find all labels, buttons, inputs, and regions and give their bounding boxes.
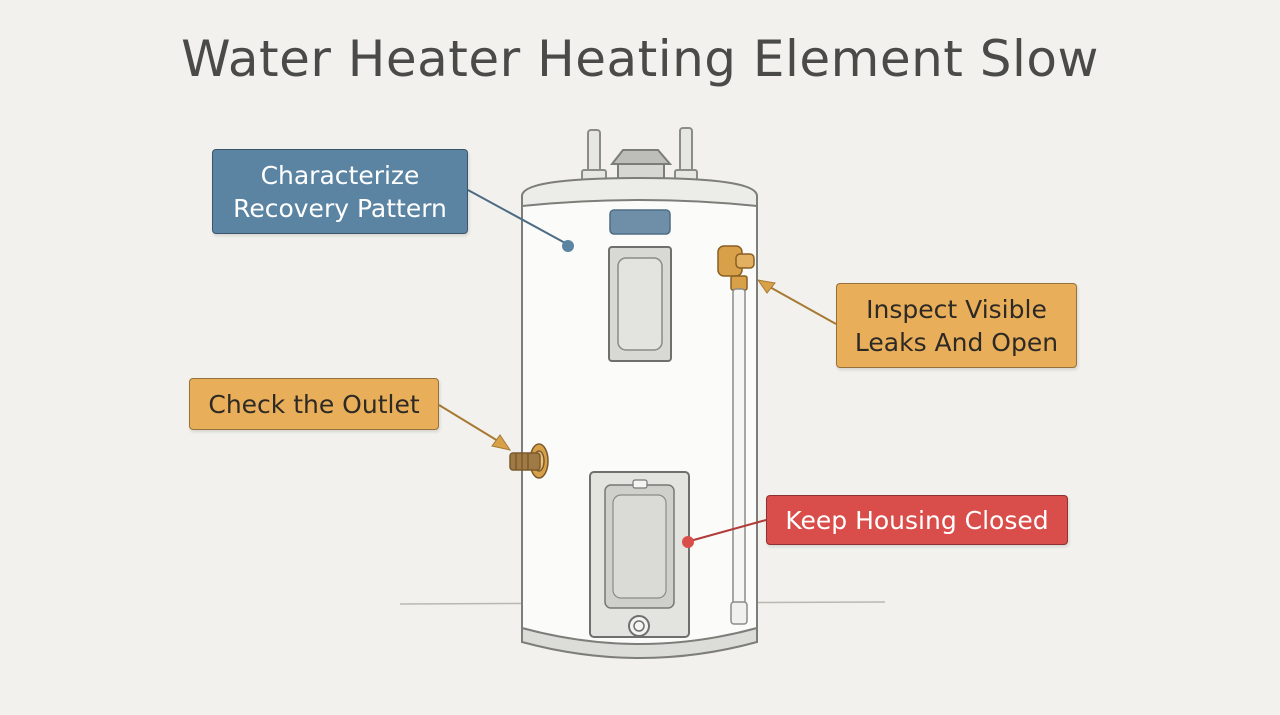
tank-top [521, 176, 758, 208]
callout-text: Characterize [260, 160, 420, 190]
leader-outlet [438, 404, 512, 451]
callout-text: Leaks And Open [854, 327, 1059, 357]
rating-plate [609, 209, 671, 235]
page-title: Water Heater Heating Element Slow [181, 30, 1099, 88]
callout-characterize-recovery: Characterize Recovery Pattern [212, 149, 468, 234]
callout-text: Recovery Pattern [233, 193, 447, 223]
leader-leaks [756, 279, 837, 325]
callout-inspect-leaks: Inspect Visible Leaks And Open [836, 283, 1077, 368]
discharge-pipe [732, 288, 746, 608]
leader-housing [682, 519, 767, 548]
callout-text: Keep Housing Closed [785, 505, 1049, 535]
callout-keep-housing-closed: Keep Housing Closed [766, 495, 1068, 545]
callout-check-outlet: Check the Outlet [189, 378, 439, 430]
callout-text: Check the Outlet [208, 389, 420, 419]
drain-valve-icon [628, 615, 650, 637]
vent-cap-icon [609, 149, 673, 183]
outlet-fitting-icon [509, 443, 549, 479]
leader-recovery [467, 189, 574, 252]
tank-base [521, 626, 758, 659]
callout-text: Inspect Visible [866, 294, 1047, 324]
